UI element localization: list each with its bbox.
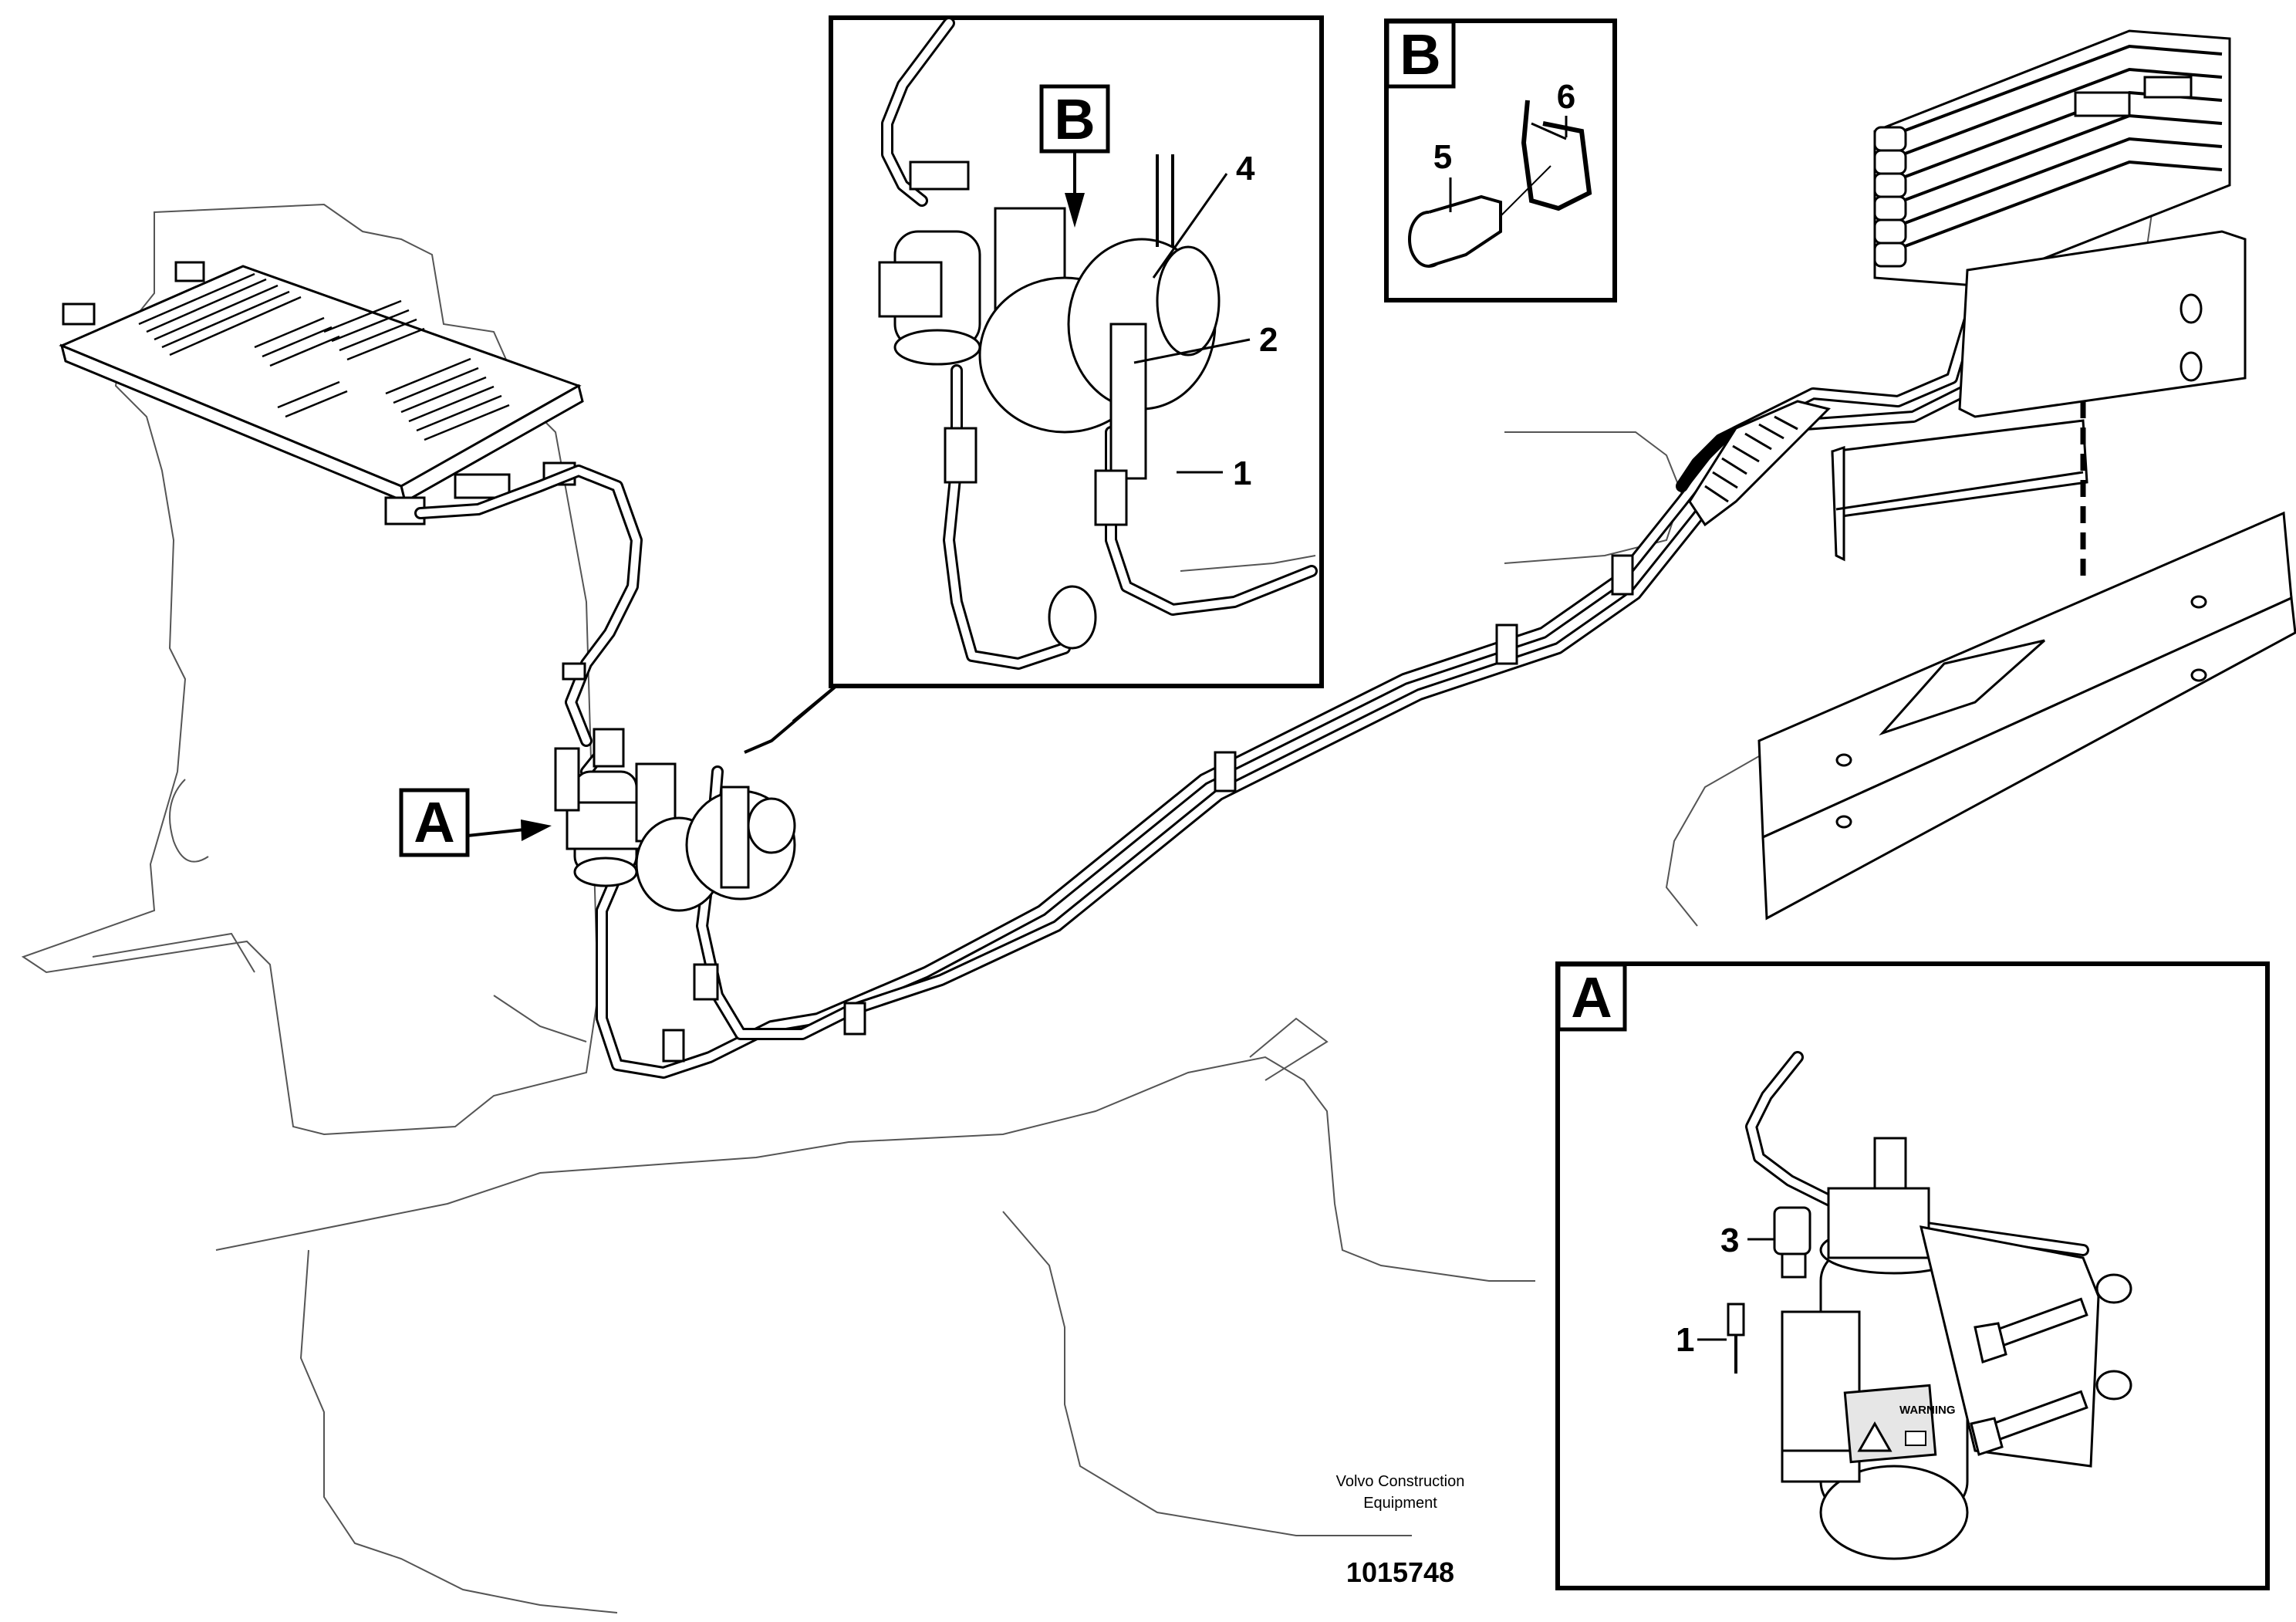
detail-a-inset: A WARNING <box>1555 961 2270 1590</box>
evaporator <box>1873 29 2231 287</box>
detail-b-small-letter: B <box>1400 22 1440 86</box>
callout-1-detail-b: 1 <box>1233 454 1251 492</box>
hose-sleeve <box>1688 400 1831 527</box>
company-name-line1: Volvo Construction <box>1336 1473 1465 1490</box>
callout-4: 4 <box>1236 150 1255 188</box>
detail-a-inset-letter: A <box>1571 965 1612 1029</box>
condenser <box>59 261 584 525</box>
detail-b-callouts: 4 2 1 <box>1133 150 1278 492</box>
callout-1-detail-a: 1 <box>1676 1321 1694 1359</box>
drawing-footer: Volvo Construction Equipment 1015748 <box>1336 1473 1465 1588</box>
detail-b-small-inset: B 5 6 <box>1384 19 1617 302</box>
callout-5: 5 <box>1433 138 1452 176</box>
drawing-number: 1015748 <box>1346 1556 1454 1588</box>
detail-b-pointer <box>744 684 839 754</box>
detail-b-letter: B <box>1054 87 1095 151</box>
warning-decal-text: WARNING <box>1899 1404 1956 1417</box>
callout-2: 2 <box>1259 321 1278 359</box>
mounting-panels <box>1757 230 2296 921</box>
detail-b-inset: B <box>829 15 1324 688</box>
company-name-line2: Equipment <box>1363 1495 1437 1512</box>
callout-3: 3 <box>1720 1222 1739 1259</box>
detail-a-reference: A <box>399 788 552 857</box>
receiver-drier-assembly <box>554 728 796 1001</box>
callout-6: 6 <box>1557 78 1575 116</box>
detail-a-letter: A <box>414 790 454 854</box>
detail-a-callouts: 3 1 <box>1676 1222 1774 1359</box>
